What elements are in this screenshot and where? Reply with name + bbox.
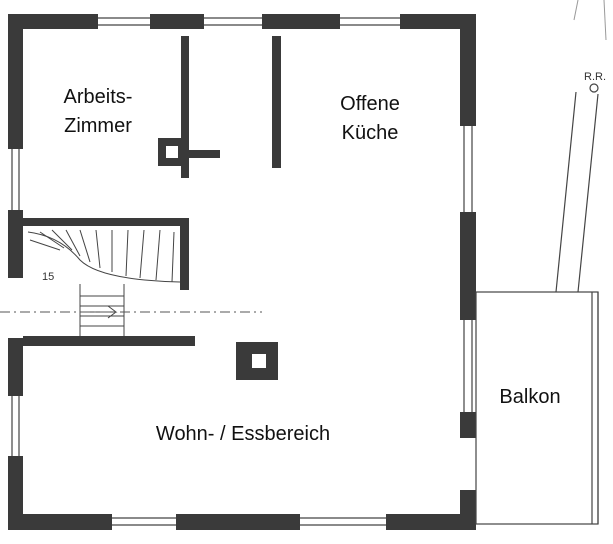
- sheet-edge-line: [573, 0, 579, 21]
- windows: [11, 17, 473, 526]
- stair-tread: [51, 229, 73, 251]
- stair-outline: [27, 231, 181, 283]
- stair-tread: [79, 229, 91, 263]
- rain-pipe-line-2: [577, 93, 599, 293]
- chimney-cores: [166, 146, 266, 368]
- sheet-edge-line: [603, 0, 607, 41]
- wall-top-4: [400, 14, 476, 29]
- stair-tread: [139, 229, 145, 279]
- wall-bottom-2: [176, 514, 300, 530]
- wall-right-1: [460, 14, 476, 126]
- note-rr: R.R.: [584, 71, 606, 83]
- wall-left-upper: [8, 14, 23, 149]
- wall-stair-right: [180, 218, 189, 290]
- wall-kitchen-partition: [272, 36, 281, 168]
- wall-left-mid: [8, 210, 23, 278]
- wall-living-top: [23, 336, 195, 346]
- note-stair-number: 15: [42, 271, 54, 283]
- stair-direction-arrow-head: [107, 311, 117, 319]
- wall-top-1: [8, 14, 98, 29]
- wall-left-lower-2: [8, 456, 23, 530]
- wall-left-lower-1: [8, 338, 23, 396]
- wall-top-2: [150, 14, 204, 29]
- wall-right-4: [460, 490, 476, 530]
- balcony-outline: [475, 291, 599, 525]
- outer-walls: [8, 14, 476, 530]
- stair-direction-arrow: [86, 305, 118, 313]
- room-label-balkon: Balkon: [499, 386, 560, 408]
- wall-bottom-1: [8, 514, 112, 530]
- room-label-arbeitszimmer-line1: Arbeits-: [64, 86, 133, 108]
- stair-tread: [155, 229, 161, 281]
- wall-study-partition: [181, 36, 189, 178]
- stair-tread: [125, 229, 129, 277]
- chimney-study-arm: [186, 150, 220, 158]
- stair-tread: [65, 229, 81, 257]
- rain-pipe-line-1: [555, 91, 577, 293]
- balcony: [475, 83, 599, 525]
- interior-walls: [23, 36, 281, 380]
- room-label-kueche-line2: Küche: [342, 122, 399, 144]
- room-label-kueche-line1: Offene: [340, 93, 400, 115]
- wall-right-3: [460, 412, 476, 438]
- room-label-arbeitszimmer-line2: Zimmer: [64, 115, 132, 137]
- chimney-living-core: [252, 354, 266, 368]
- chimney-study-core: [166, 146, 178, 158]
- sheet-edge-lines: [573, 0, 607, 41]
- stair-tread: [95, 229, 101, 269]
- wall-top-3: [262, 14, 340, 29]
- stair-tread: [171, 231, 175, 283]
- wall-bottom-3: [386, 514, 476, 530]
- room-label-wohn-essbereich: Wohn- / Essbereich: [156, 423, 330, 445]
- rain-pipe-head: [589, 83, 599, 93]
- staircase: [27, 229, 181, 336]
- plan-notes: R.R. 15: [42, 71, 606, 283]
- stair-tread: [29, 239, 61, 251]
- stair-tread: [39, 231, 65, 249]
- wall-right-2: [460, 212, 476, 320]
- room-labels: Arbeits- Zimmer Offene Küche Wohn- / Ess…: [64, 86, 561, 445]
- wall-study-bottom: [23, 218, 189, 226]
